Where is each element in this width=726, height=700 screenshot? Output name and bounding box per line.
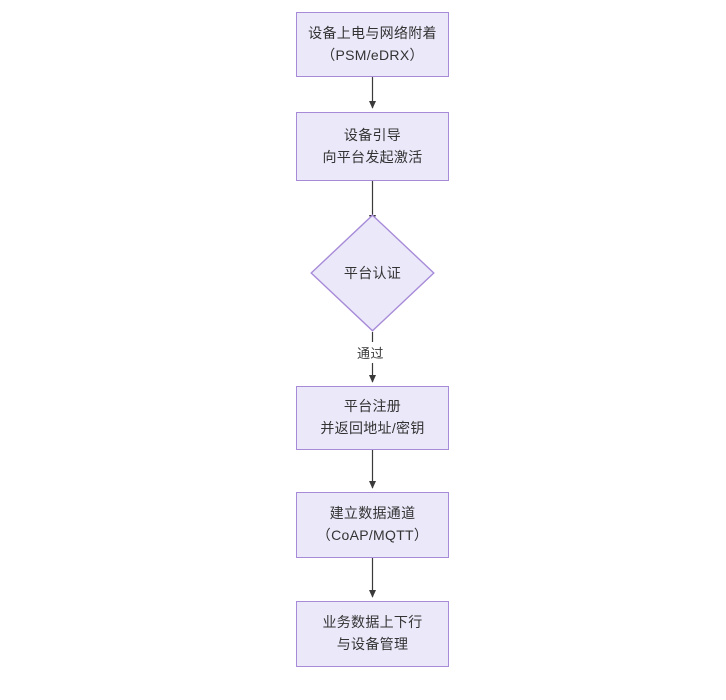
- node-device-power-on[interactable]: 设备上电与网络附着 （PSM/eDRX）: [296, 12, 449, 77]
- node-label-line: 并返回地址/密钥: [320, 420, 425, 436]
- node-label-line: 业务数据上下行: [322, 614, 423, 631]
- diamond-shape-icon: [310, 214, 435, 332]
- node-label-line: 向平台发起激活: [322, 148, 423, 165]
- node-establish-data-channel[interactable]: 建立数据通道 （CoAP/MQTT）: [296, 492, 449, 558]
- node-label-line: 建立数据通道: [329, 505, 416, 522]
- node-label-line: 平台注册: [343, 398, 402, 415]
- node-label-line: 设备上电与网络附着: [308, 24, 437, 41]
- node-platform-registration[interactable]: 平台注册 并返回地址/密钥: [296, 386, 449, 450]
- node-label-line: （PSM/eDRX）: [321, 46, 424, 63]
- node-label-line: 与设备管理: [336, 636, 409, 652]
- edge-label-pass: 通过: [354, 342, 388, 363]
- node-platform-authentication[interactable]: 平台认证: [310, 214, 435, 332]
- node-label-line: 设备引导: [343, 126, 402, 143]
- node-device-bootstrap[interactable]: 设备引导 向平台发起激活: [296, 112, 449, 181]
- node-business-data-and-device-management[interactable]: 业务数据上下行 与设备管理: [296, 601, 449, 667]
- node-label-line: （CoAP/MQTT）: [316, 527, 429, 543]
